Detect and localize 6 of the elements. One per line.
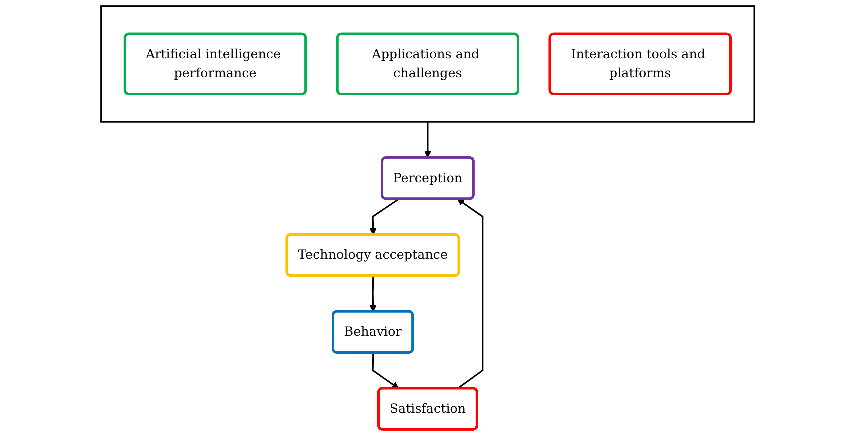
arrow <box>372 353 399 390</box>
arrow <box>456 199 484 390</box>
arrow <box>424 122 431 158</box>
cluster <box>100 6 755 123</box>
arrow <box>369 198 399 236</box>
arrow <box>369 276 376 312</box>
